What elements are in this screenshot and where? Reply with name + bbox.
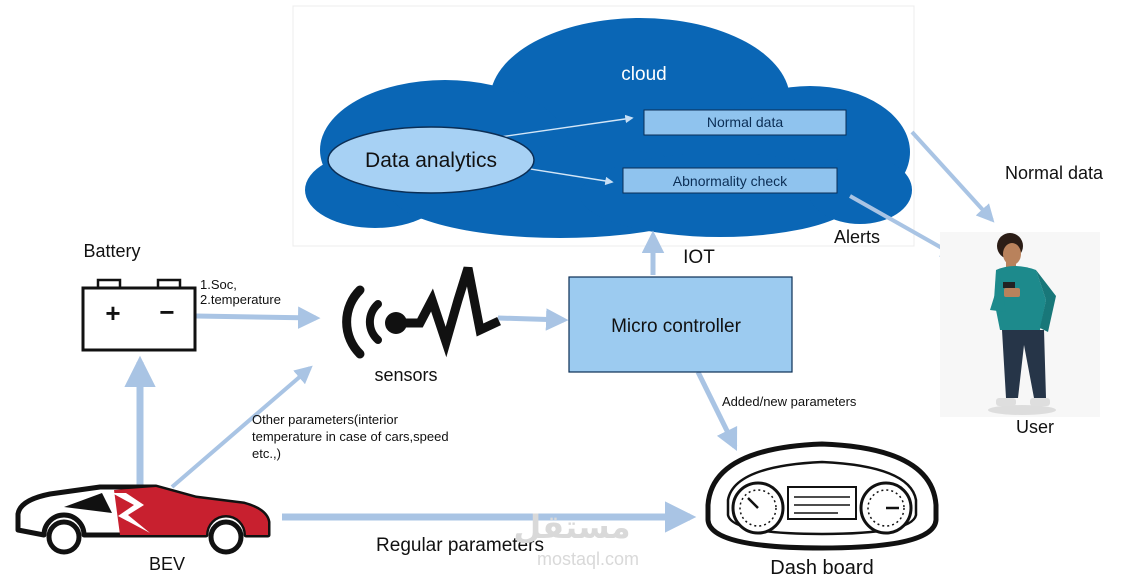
arrow-sensors-to-controller [497,308,569,331]
other-parameters-line2: temperature in case of cars,speed [252,429,449,444]
arrow-cloud-alerts-to-user [849,194,960,258]
abnormality-check-box [622,167,838,194]
other-parameters-line3: etc.,) [252,446,281,461]
data-analytics-node [327,126,535,194]
battery-minus: − [159,297,174,327]
alerts-label: Alerts [834,227,880,247]
iot-label: IOT [683,247,715,268]
bev-car-icon [15,484,271,555]
watermark-latin: mostaql.com [537,549,639,569]
sensors-label: sensors [374,365,437,385]
normal-data-flow-label: Normal data [1005,163,1104,183]
battery-param-temperature: 2.temperature [200,292,281,307]
micro-controller-box [568,276,793,373]
user-label: User [1016,417,1054,437]
other-parameters-line1: Other parameters(interior [252,412,399,427]
dashboard-icon [705,441,939,551]
micro-controller-label: Micro controller [611,316,742,337]
abnormality-check-label: Abnormality check [673,173,788,189]
arrow-analytics-to-normal [499,114,634,138]
dashboard-label: Dash board [770,557,873,579]
watermark-arabic: مستقل [513,509,630,545]
added-parameters-label: Added/new parameters [722,394,857,409]
normal-data-box-label: Normal data [707,114,783,130]
arrow-controller-to-dashboard [695,370,738,452]
battery-title: Battery [83,241,140,261]
arrow-bev-to-sensors [170,365,313,489]
arrow-cloud-normal-to-user [910,130,995,223]
sensor-wave-icon [342,266,501,359]
battery-icon [81,278,197,352]
battery-plus: + [105,298,120,328]
arrow-battery-to-sensors [195,306,321,329]
battery-param-soc: 1.Soc, [200,277,237,292]
regular-parameters-label: Regular parameters [376,535,544,556]
bev-label: BEV [149,554,185,574]
cloud-title: cloud [621,64,666,85]
normal-data-box [643,109,847,136]
data-analytics-label: Data analytics [365,149,497,172]
user-figure [988,233,1056,415]
